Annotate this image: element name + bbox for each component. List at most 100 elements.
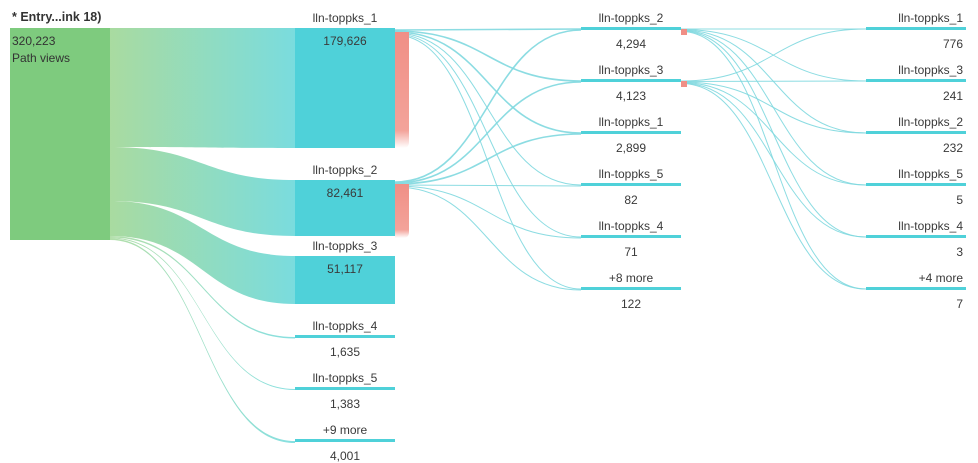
node-label: +4 more xyxy=(919,271,964,285)
node-value: 4,294 xyxy=(616,37,646,51)
node-bar xyxy=(581,27,681,30)
node-value: 3 xyxy=(956,245,963,259)
flow-node[interactable]: lln-toppks_41,635 xyxy=(295,319,395,359)
flow-links xyxy=(394,28,867,291)
node-bar xyxy=(295,335,395,338)
flow-link[interactable] xyxy=(394,30,582,82)
flow-node[interactable]: lln-toppks_2 82,461 xyxy=(295,163,409,238)
node-value: 2,899 xyxy=(616,141,646,155)
root-band-4[interactable] xyxy=(110,236,295,339)
flow-link[interactable] xyxy=(394,186,582,291)
node-bar xyxy=(866,131,966,134)
flow-link[interactable] xyxy=(394,29,582,183)
node-bar xyxy=(866,183,966,186)
exit-bar[interactable] xyxy=(395,184,409,238)
node-value: 5 xyxy=(956,193,963,207)
flow-nodes: lln-toppks_1179,626lln-toppks_282,461lln… xyxy=(295,11,966,463)
node-bar xyxy=(295,439,395,442)
node-value: 4,123 xyxy=(616,89,646,103)
flow-node[interactable]: +9 more 4,001 xyxy=(295,423,395,463)
node-bar xyxy=(295,387,395,390)
node-bar xyxy=(295,256,395,304)
node-value: 82 xyxy=(624,193,638,207)
node-label: lln-toppks_1 xyxy=(599,115,664,129)
node-label: lln-toppks_4 xyxy=(313,319,378,333)
root-band-3[interactable] xyxy=(110,201,295,304)
node-value: 82,461 xyxy=(327,186,364,200)
flow-node[interactable]: +8 more 122 xyxy=(581,271,681,311)
node-label: lln-toppks_3 xyxy=(898,63,963,77)
node-value: 71 xyxy=(624,245,638,259)
flow-node[interactable]: lln-toppks_351,117 xyxy=(295,239,395,304)
node-value: 7 xyxy=(956,297,963,311)
node-label: +9 more xyxy=(323,423,368,437)
flow-node[interactable]: lln-toppks_3 241 xyxy=(866,63,966,103)
root-node[interactable]: * Entry...ink 18) 320,223 Path views xyxy=(10,10,110,240)
node-label: lln-toppks_5 xyxy=(313,371,378,385)
node-bar xyxy=(295,28,395,148)
node-bar xyxy=(581,287,681,290)
node-value: 241 xyxy=(943,89,963,103)
flow-link[interactable] xyxy=(680,83,867,290)
flow-link[interactable] xyxy=(394,185,582,239)
node-label: lln-toppks_1 xyxy=(898,11,963,25)
flow-link[interactable] xyxy=(394,133,582,185)
flow-link[interactable] xyxy=(680,82,867,186)
flow-link[interactable] xyxy=(394,33,582,238)
node-label: lln-toppks_1 xyxy=(313,11,378,25)
flow-node[interactable]: lln-toppks_4 71 xyxy=(581,219,681,259)
root-band-6[interactable] xyxy=(110,238,295,444)
node-label: lln-toppks_5 xyxy=(898,167,963,181)
exit-bar[interactable] xyxy=(395,32,409,148)
node-label: +8 more xyxy=(609,271,654,285)
exit-bar[interactable] xyxy=(681,29,687,35)
flow-link[interactable] xyxy=(394,28,582,31)
node-label: lln-toppks_3 xyxy=(313,239,378,253)
flow-node[interactable]: +4 more 7 xyxy=(866,271,966,311)
flow-link[interactable] xyxy=(394,31,582,134)
flow-node[interactable]: lln-toppks_3 4,123 xyxy=(581,63,687,103)
root-value: 320,223 xyxy=(12,34,56,48)
node-bar xyxy=(581,183,681,186)
node-bar xyxy=(866,79,966,82)
flow-link[interactable] xyxy=(680,28,867,82)
node-bar xyxy=(866,27,966,30)
flow-node[interactable]: lln-toppks_24,294 xyxy=(581,11,687,51)
flow-node[interactable]: lln-toppks_5 5 xyxy=(866,167,966,207)
node-bar xyxy=(295,180,395,236)
flow-node[interactable]: lln-toppks_5 82 xyxy=(581,167,681,207)
flow-link[interactable] xyxy=(394,34,582,290)
flow-link[interactable] xyxy=(394,32,582,186)
node-bar xyxy=(866,235,966,238)
flow-link[interactable] xyxy=(680,81,867,134)
flow-link[interactable] xyxy=(394,184,582,187)
flow-node[interactable]: lln-toppks_5 1,383 xyxy=(295,371,395,411)
node-label: lln-toppks_3 xyxy=(599,63,664,77)
node-label: lln-toppks_2 xyxy=(898,115,963,129)
flow-node[interactable]: lln-toppks_43 xyxy=(866,219,966,259)
node-bar xyxy=(581,235,681,238)
node-value: 122 xyxy=(621,297,641,311)
flow-link[interactable] xyxy=(680,80,867,82)
node-value: 1,383 xyxy=(330,397,360,411)
node-value: 4,001 xyxy=(330,449,360,463)
node-label: lln-toppks_2 xyxy=(313,163,378,177)
node-value: 179,626 xyxy=(323,34,367,48)
flow-link[interactable] xyxy=(394,81,582,184)
root-band-2[interactable] xyxy=(110,147,295,236)
exit-bar[interactable] xyxy=(681,81,687,87)
root-band-1[interactable] xyxy=(110,28,295,148)
root-band-5[interactable] xyxy=(110,237,295,391)
node-bar xyxy=(581,131,681,134)
flow-node[interactable]: lln-toppks_1 179,626 xyxy=(295,11,409,148)
node-label: lln-toppks_5 xyxy=(599,167,664,181)
flow-link[interactable] xyxy=(680,82,867,238)
flow-node[interactable]: lln-toppks_1 2,899 xyxy=(581,115,681,155)
node-label: lln-toppks_4 xyxy=(599,219,664,233)
root-caption: Path views xyxy=(12,51,70,65)
node-bar xyxy=(866,287,966,290)
node-bar xyxy=(581,79,681,82)
root-title: * Entry...ink 18) xyxy=(12,10,101,24)
